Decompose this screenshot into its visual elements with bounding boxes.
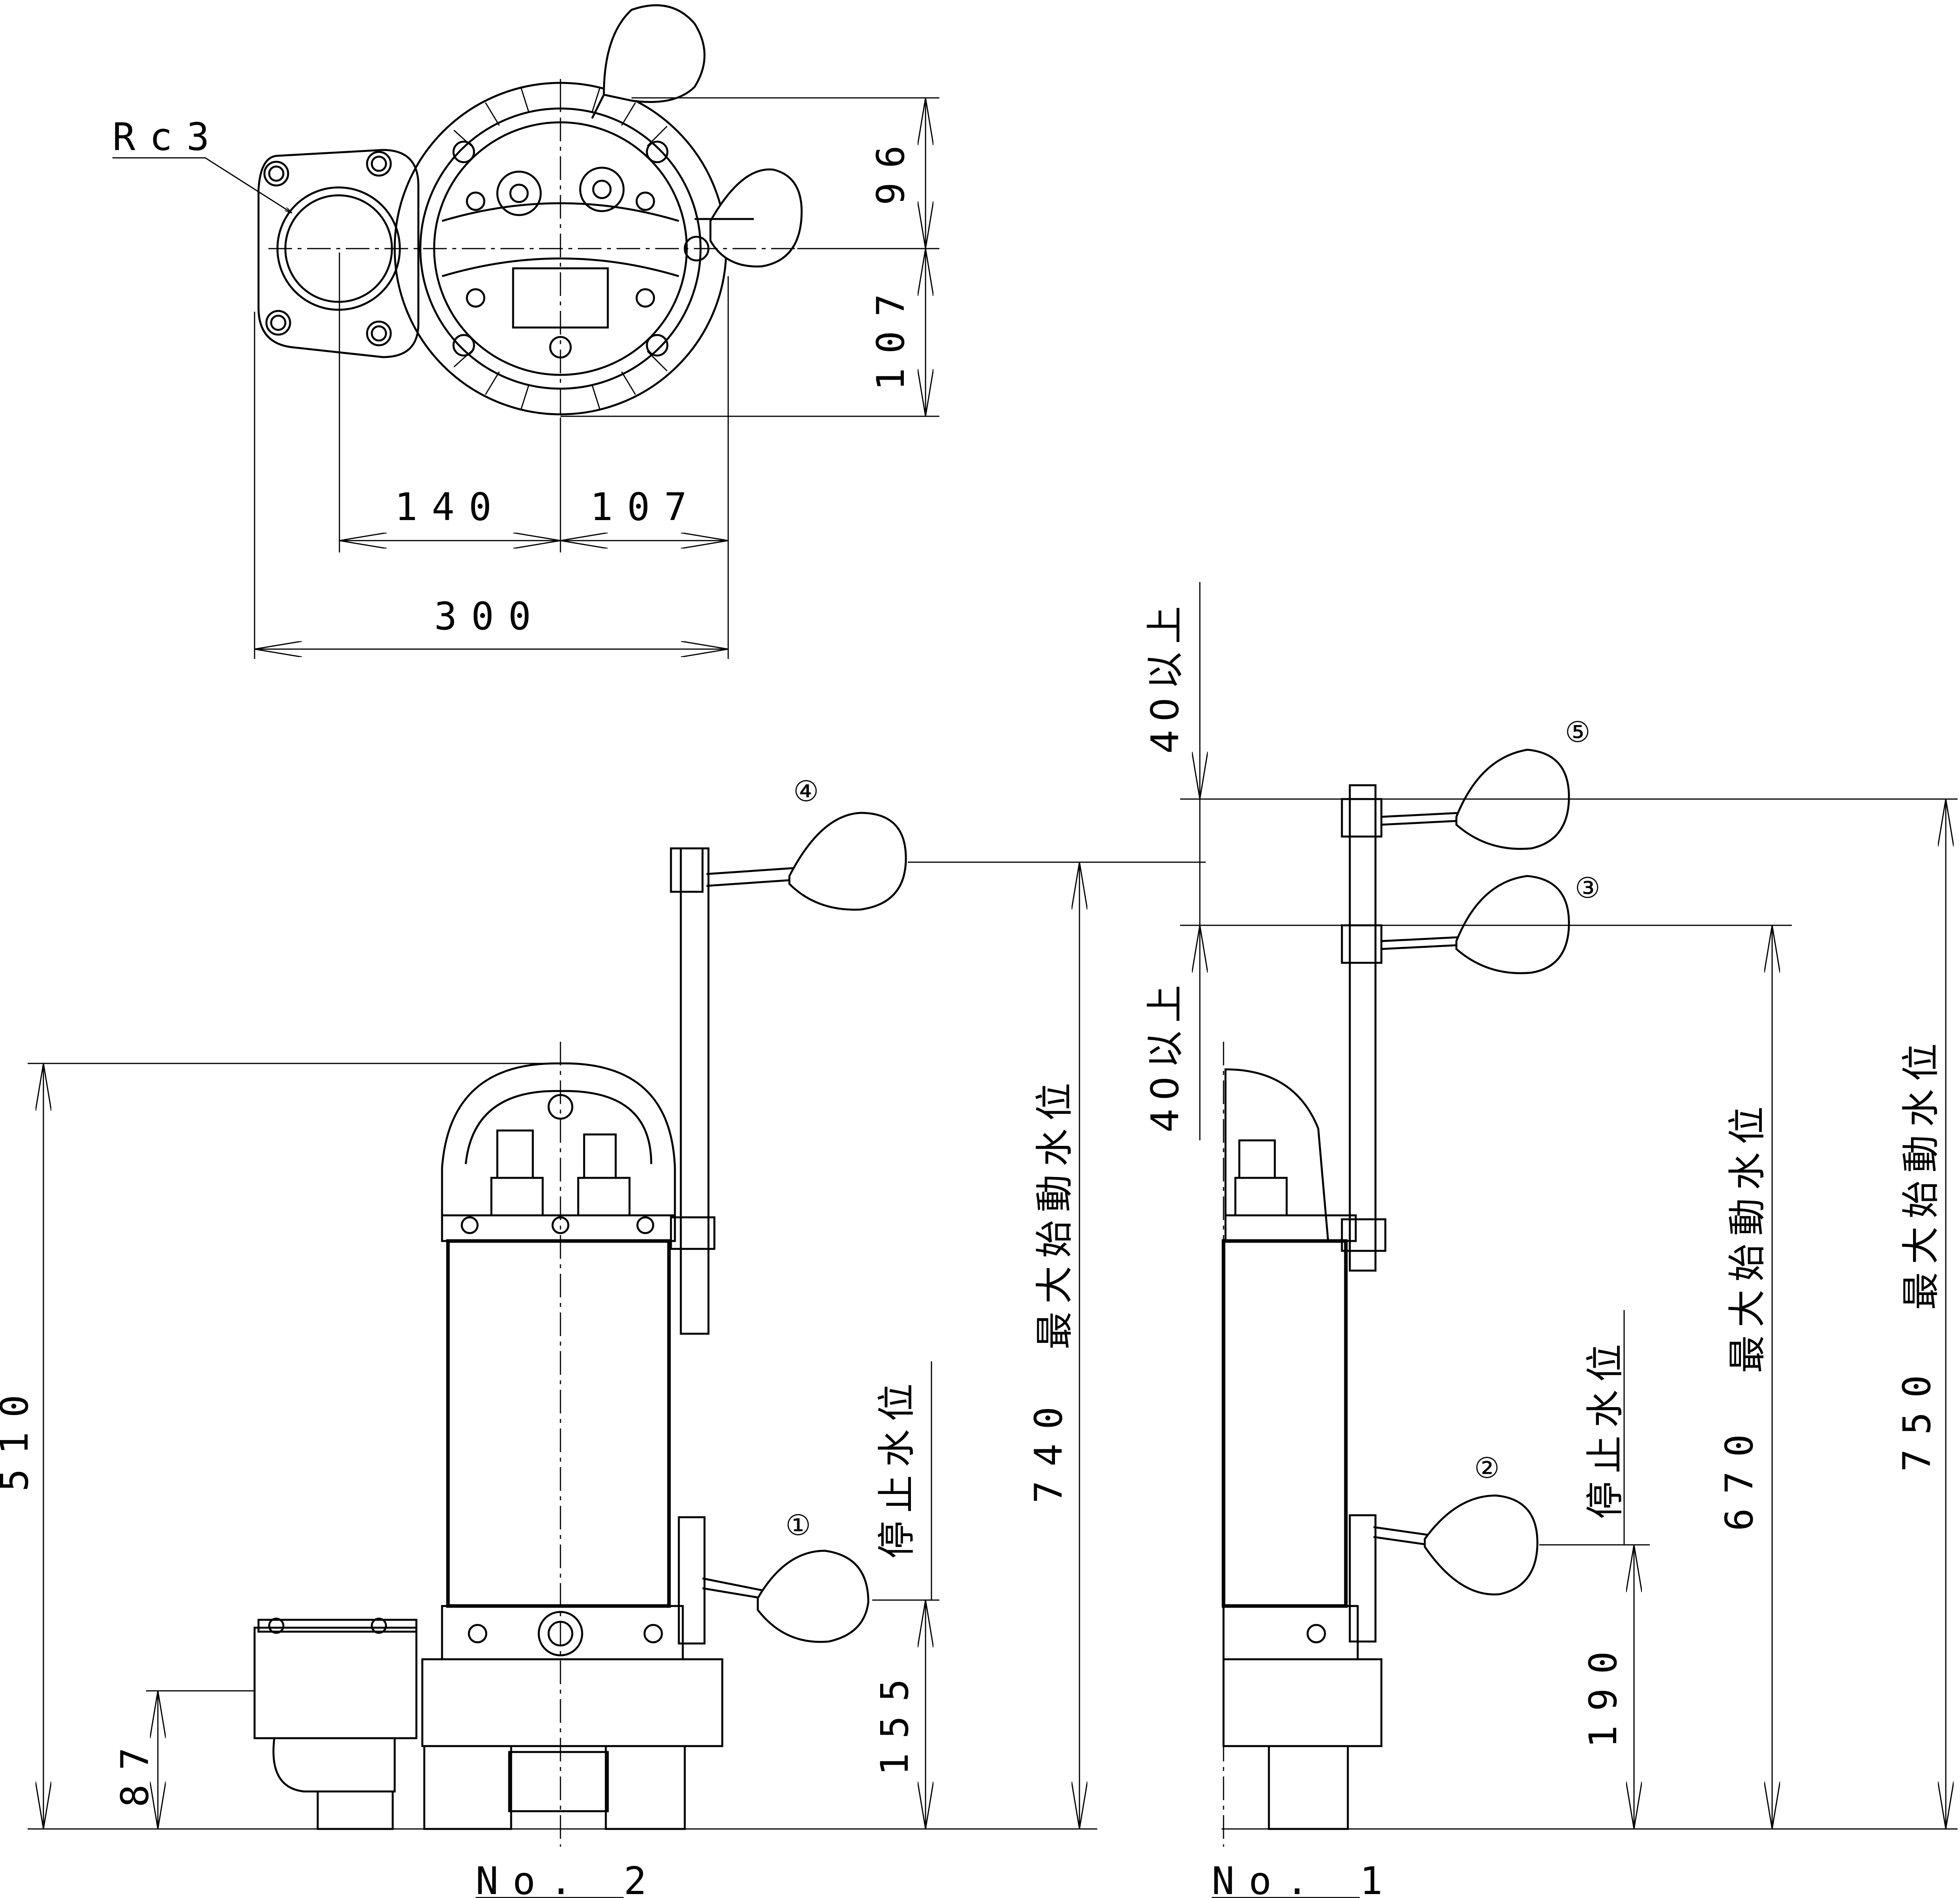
outlet-thread-label: Rc3 bbox=[112, 115, 223, 159]
max-start-level-label-no1-b: 最大始動水位 bbox=[1899, 1035, 1943, 1310]
dim-155: 155 bbox=[873, 1665, 917, 1776]
float-column bbox=[680, 847, 710, 1335]
dim-140: 140 bbox=[395, 485, 506, 529]
marker-5: ⑤ bbox=[1565, 715, 1591, 749]
pump-no2-label: No. 2 bbox=[476, 1859, 661, 1898]
pump-no1-elevation: 40以上 40以上 190 670 750 停止水位 最大始動水位 最大始動水位… bbox=[1143, 582, 1958, 1898]
dim-190: 190 bbox=[1581, 1637, 1625, 1748]
float-lower bbox=[757, 1550, 869, 1643]
dim-740: 740 bbox=[1027, 1393, 1071, 1503]
dim-750: 750 bbox=[1895, 1361, 1939, 1472]
pump-no1-label: No. 1 bbox=[1212, 1859, 1397, 1898]
marker-3: ③ bbox=[1575, 871, 1600, 904]
top-view: Rc3 140 107 300 96 107 bbox=[112, 4, 939, 659]
marker-4: ④ bbox=[793, 775, 819, 808]
pump-no2-elevation: 510 87 155 740 停止水位 最大始動水位 ① ④ No. 2 bbox=[0, 775, 1206, 1898]
clearance-top-label: 40以上 bbox=[1143, 598, 1187, 754]
marker-1: ① bbox=[785, 1509, 811, 1542]
discharge-elbow bbox=[253, 1627, 418, 1739]
max-start-level-label-no1-a: 最大始動水位 bbox=[1725, 1099, 1769, 1373]
dim-510: 510 bbox=[0, 1381, 37, 1492]
max-start-level-label: 最大始動水位 bbox=[1032, 1075, 1077, 1350]
motor-casing bbox=[446, 1239, 671, 1608]
dim-670: 670 bbox=[1717, 1420, 1761, 1531]
float-no1-middle bbox=[1455, 875, 1570, 974]
clearance-bottom-label: 40以上 bbox=[1143, 977, 1187, 1132]
float-no1-bottom bbox=[1424, 1494, 1538, 1596]
dim-107-horizontal: 107 bbox=[590, 485, 701, 529]
outlet-flange bbox=[257, 149, 420, 358]
marker-2: ② bbox=[1474, 1451, 1500, 1484]
dim-87: 87 bbox=[113, 1733, 157, 1807]
stop-water-level-label-no1: 停止水位 bbox=[1583, 1336, 1627, 1519]
dim-300: 300 bbox=[434, 594, 545, 638]
float-column-no1 bbox=[1349, 784, 1377, 1272]
float-upper bbox=[788, 812, 907, 911]
stop-water-level-label: 停止水位 bbox=[875, 1376, 919, 1559]
float-plan-lower bbox=[709, 168, 803, 268]
dim-107-vertical: 107 bbox=[869, 280, 913, 391]
dim-96: 96 bbox=[869, 131, 913, 205]
float-plan-upper bbox=[603, 4, 706, 103]
